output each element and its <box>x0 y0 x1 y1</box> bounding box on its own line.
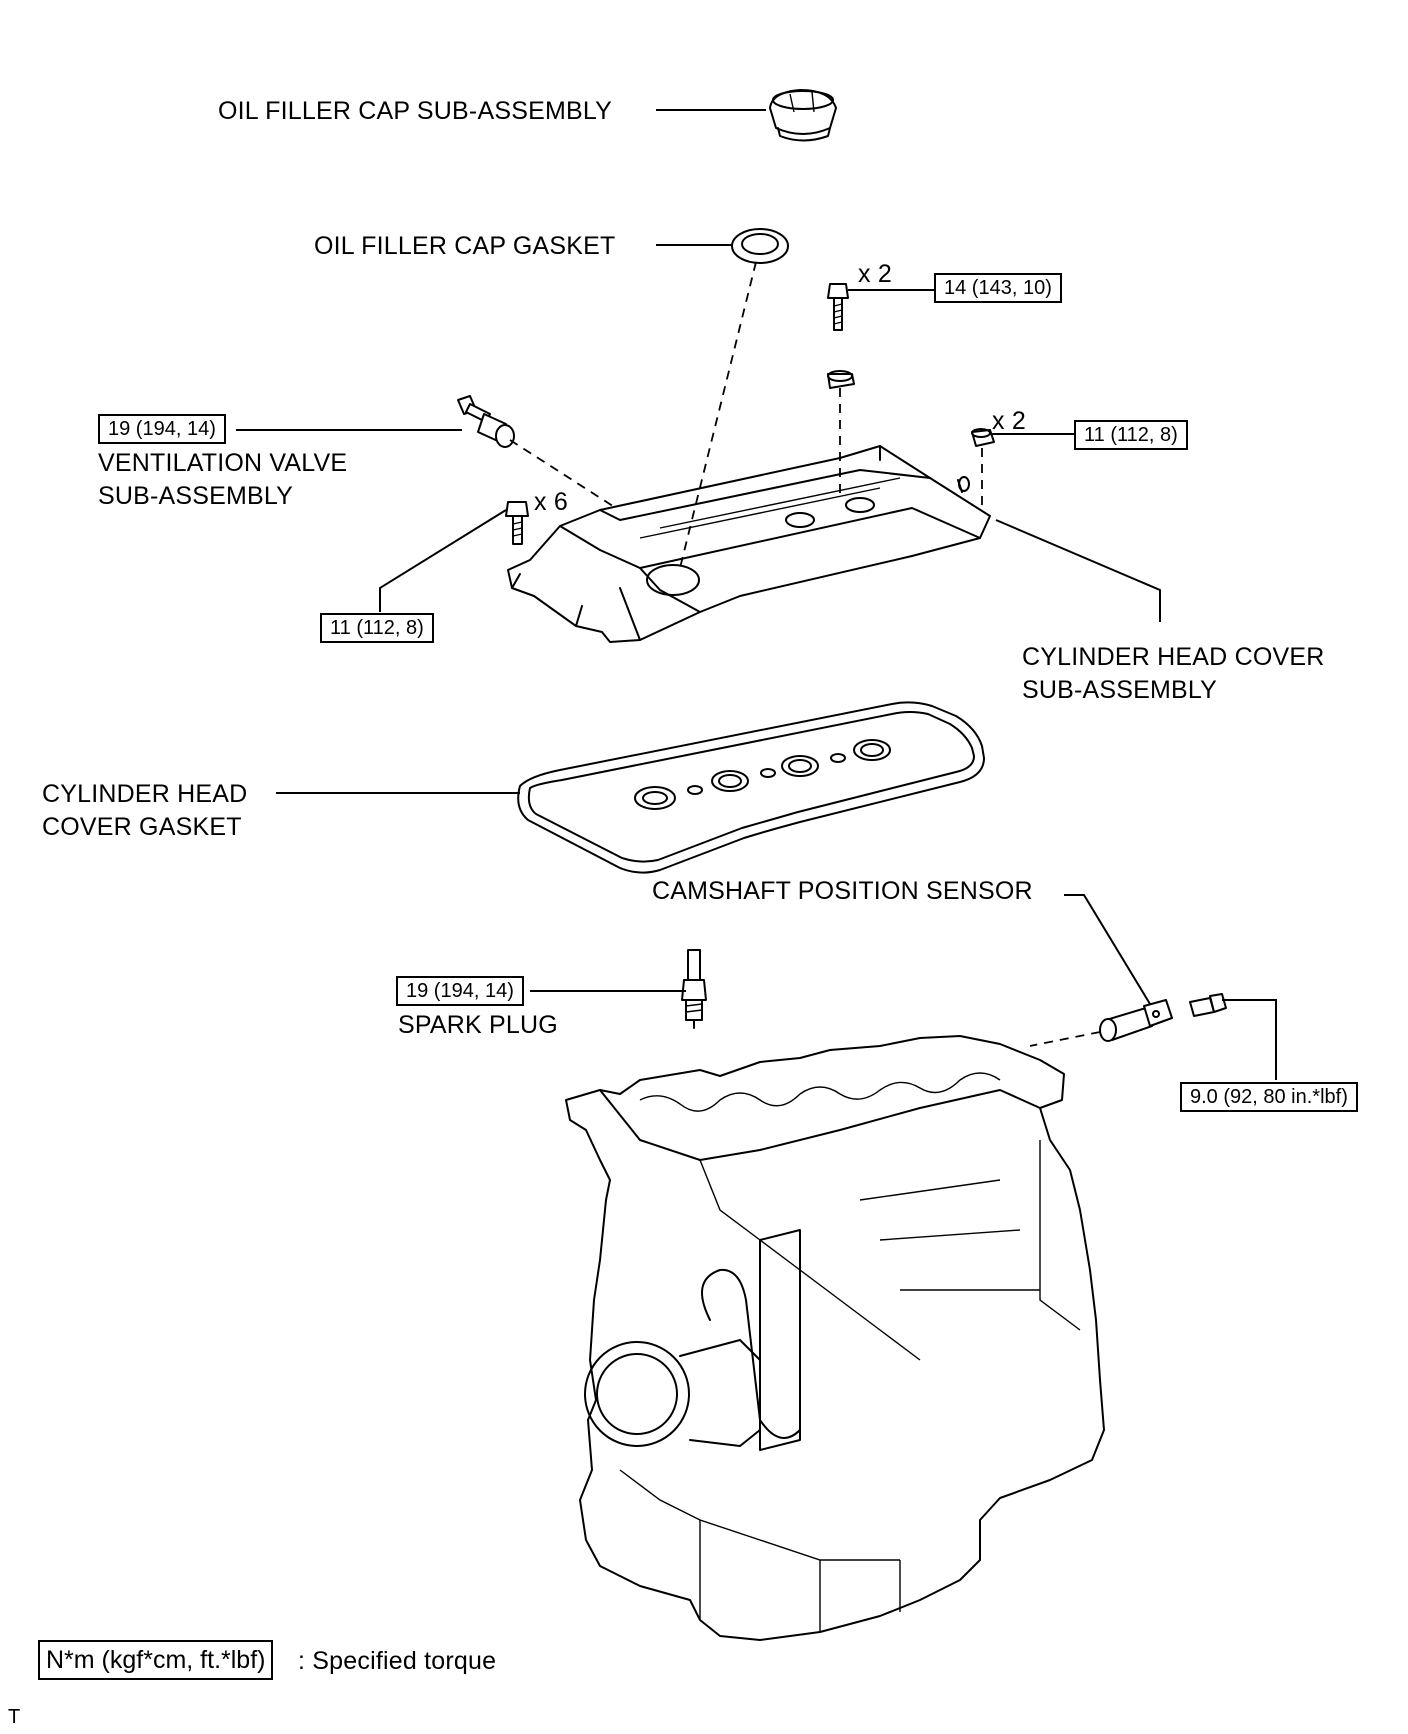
nut-torque: 11 (112, 8) <box>1074 420 1188 450</box>
cylinder-head-cover-drawing <box>507 445 991 643</box>
spark-plug-label: SPARK PLUG <box>398 1011 558 1039</box>
installation-axes <box>509 261 1101 1047</box>
camshaft-sensor-label: CAMSHAFT POSITION SENSOR <box>652 877 1033 905</box>
sensor-bolt-drawing <box>1189 993 1227 1017</box>
corner-mark: T <box>8 1706 21 1728</box>
oil-filler-gasket-drawing <box>731 228 789 264</box>
sensor-bolt-torque: 9.0 (92, 80 in.*lbf) <box>1180 1082 1358 1112</box>
cylinder-head-gasket-label-line2: COVER GASKET <box>42 813 242 841</box>
top-bolt-quantity: x 2 <box>858 260 892 288</box>
cover-bolts-torque: 11 (112, 8) <box>320 613 434 643</box>
ventilation-valve-torque: 19 (194, 14) <box>98 414 226 444</box>
top-bolt-drawing <box>827 283 849 331</box>
leader-lines <box>236 109 1277 1080</box>
cover-bolts-quantity: x 6 <box>534 488 568 516</box>
legend-description: : Specified torque <box>298 1647 497 1675</box>
oil-filler-cap-label: OIL FILLER CAP SUB-ASSEMBLY <box>218 97 612 125</box>
nut-drawing <box>971 428 995 447</box>
oil-filler-cap-drawing <box>769 89 837 142</box>
nut-quantity: x 2 <box>992 407 1026 435</box>
camshaft-sensor-drawing <box>1099 999 1173 1042</box>
engine-block-drawing <box>565 1035 1105 1641</box>
ventilation-valve-label-line1: VENTILATION VALVE <box>98 449 348 477</box>
top-bolt-torque: 14 (143, 10) <box>934 273 1062 303</box>
cylinder-head-cover-label-line2: SUB-ASSEMBLY <box>1022 676 1218 704</box>
grommet-drawing <box>827 370 855 389</box>
cylinder-head-gasket-drawing <box>517 701 985 874</box>
cover-bolt-drawing <box>505 501 529 545</box>
ventilation-valve-drawing <box>457 395 515 448</box>
spark-plug-drawing <box>681 949 707 1029</box>
ventilation-valve-label-line2: SUB-ASSEMBLY <box>98 482 294 510</box>
oil-filler-gasket-label: OIL FILLER CAP GASKET <box>314 232 616 260</box>
spark-plug-torque: 19 (194, 14) <box>396 976 524 1006</box>
cylinder-head-cover-label-line1: CYLINDER HEAD COVER <box>1022 643 1325 671</box>
legend-unit-box: N*m (kgf*cm, ft.*lbf) <box>38 1640 274 1680</box>
cylinder-head-gasket-label-line1: CYLINDER HEAD <box>42 780 248 808</box>
